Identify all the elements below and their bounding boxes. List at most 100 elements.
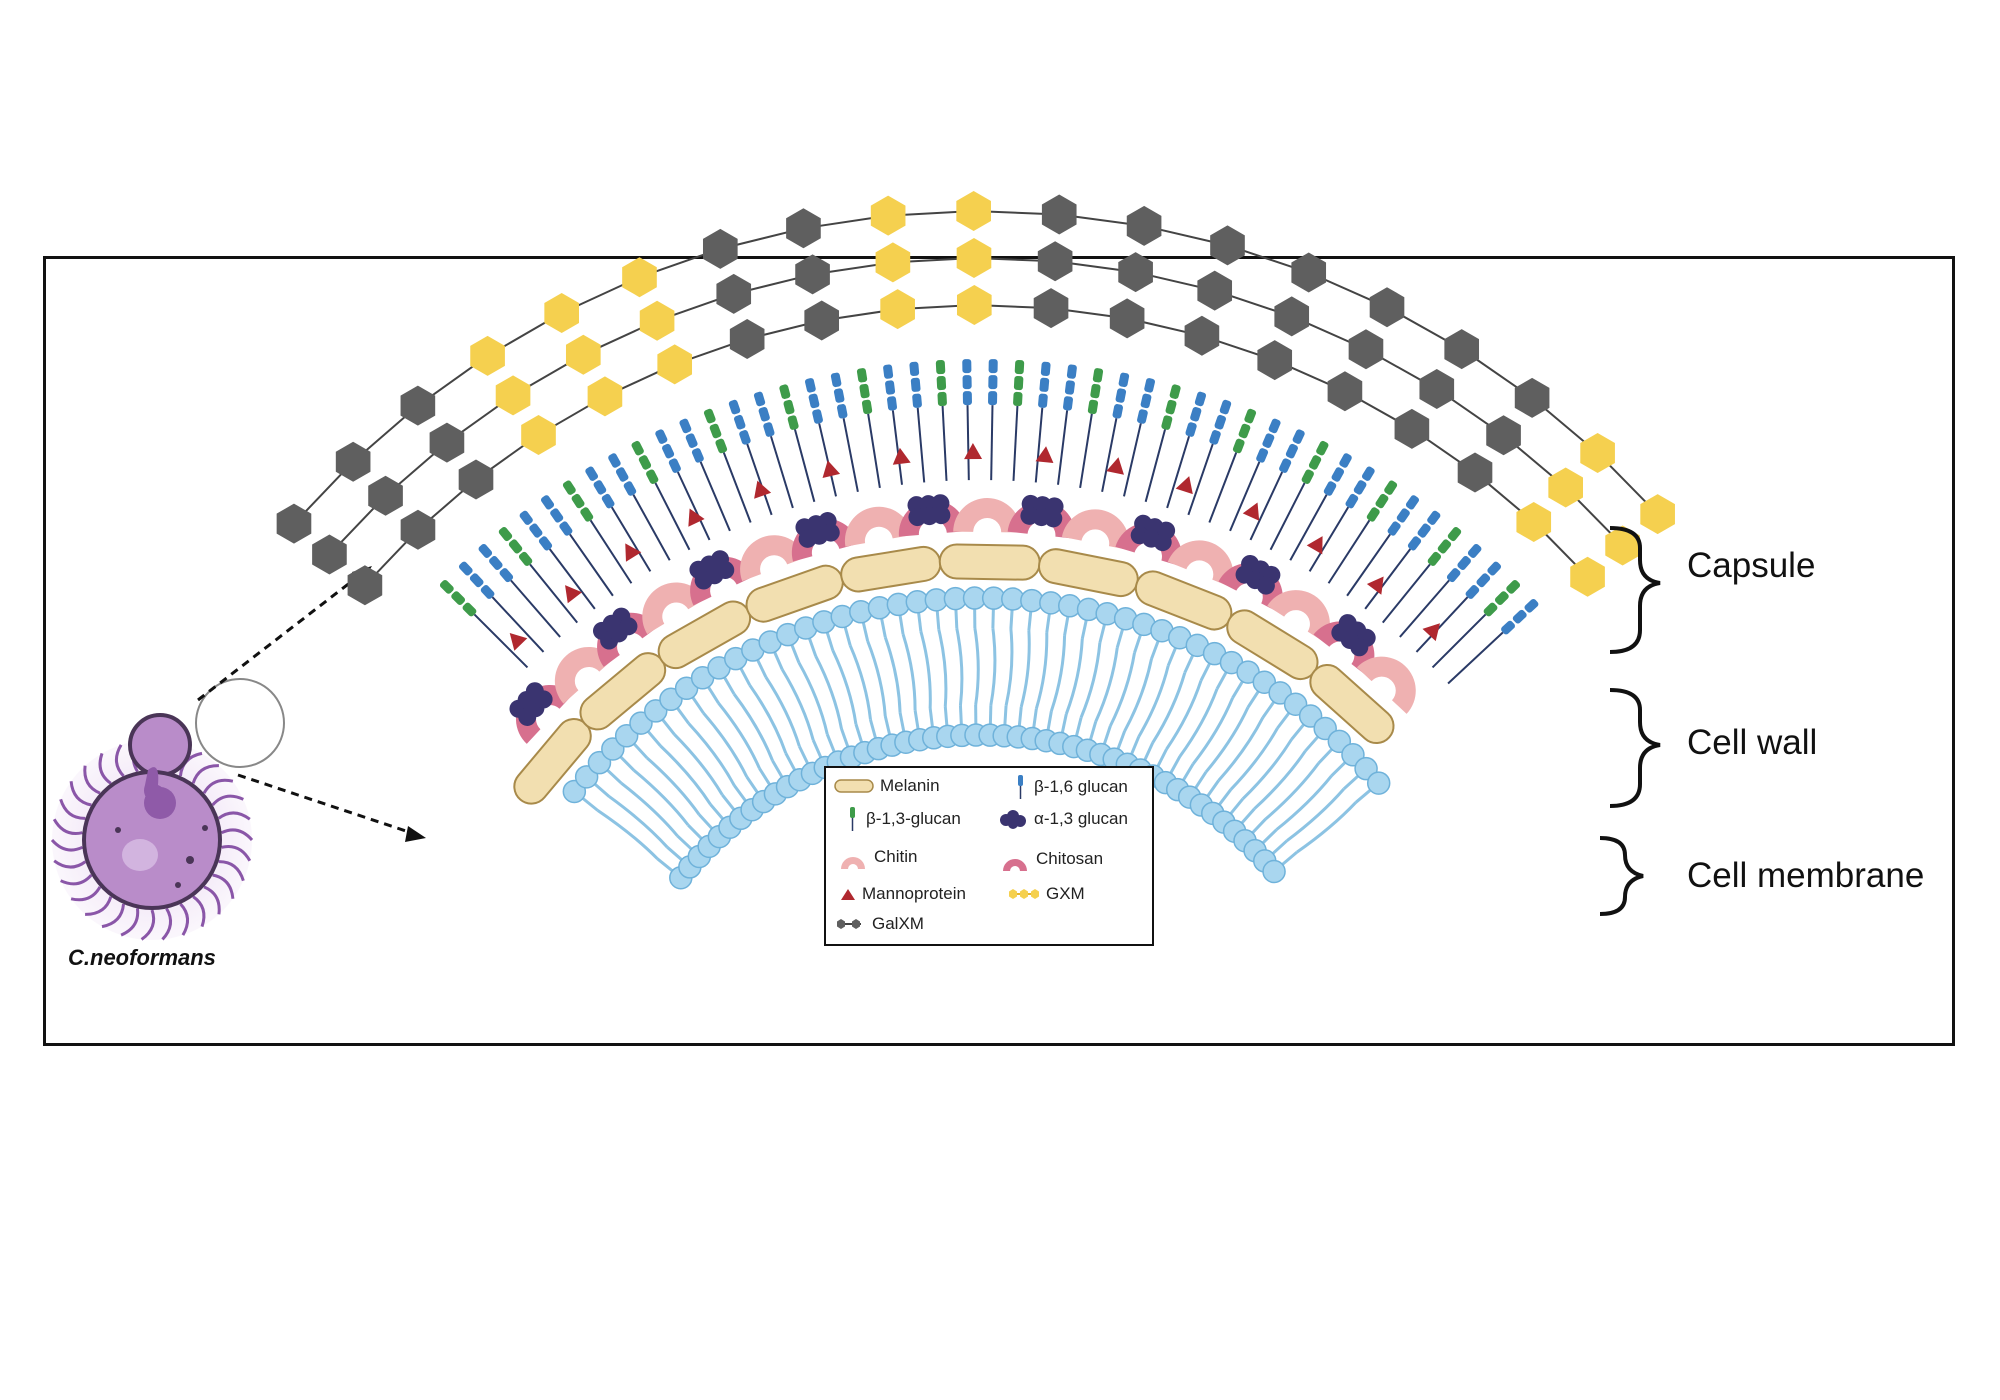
glucan-bead [805, 378, 816, 393]
galxm-unit [1291, 252, 1327, 293]
lipid-pair [978, 586, 1006, 747]
gxm-unit [544, 292, 579, 333]
lipid-pair [962, 586, 988, 747]
glucan-bead [1087, 399, 1099, 415]
glucan-bead [1232, 438, 1245, 454]
glucan-bead [550, 508, 564, 523]
glucan-bead [1064, 380, 1075, 395]
legend-label: GXM [1046, 884, 1085, 903]
glucan-bead [1457, 556, 1471, 571]
galxm-unit [400, 385, 436, 426]
glucan-bead [887, 396, 897, 411]
mannoprotein-triangle [1175, 476, 1193, 495]
melanin-granule [1038, 548, 1139, 598]
glucan-bead [935, 359, 946, 375]
cell-wall-label: Cell wall [1687, 723, 1818, 762]
chitosan-icon [1003, 859, 1027, 871]
glucan-bead [1063, 396, 1073, 411]
lipid-pair [707, 656, 800, 799]
chitin-unit [1061, 509, 1130, 551]
glucan-bead [1185, 422, 1197, 437]
glucan-bead [1279, 458, 1292, 473]
mannoprotein-triangle [1242, 502, 1260, 521]
yeast-nucleus [144, 787, 176, 819]
galxm-unit [1037, 241, 1073, 282]
glucan-bead [646, 469, 659, 484]
chitin-unit [554, 646, 615, 704]
glucan-bead [859, 383, 870, 399]
glucan-bead [691, 448, 704, 463]
chitin-unit [1267, 590, 1330, 643]
glucan-bead [585, 466, 599, 481]
glucan-bead [1219, 399, 1232, 415]
galxm-unit [1457, 452, 1493, 493]
mannoprotein-triangle [1306, 536, 1323, 555]
mannoprotein-triangle [1106, 457, 1124, 475]
glucan-bead [1039, 377, 1050, 392]
glucan-bead [1512, 609, 1527, 624]
glucan-bead [962, 359, 972, 374]
gxm-icon [1009, 889, 1039, 899]
legend-label: Melanin [880, 776, 940, 795]
glucan-bead [1524, 598, 1539, 613]
glucan-bead [837, 404, 848, 419]
legend-label: β-1,3-glucan [866, 809, 961, 828]
lipid-pair [741, 638, 825, 786]
mannoprotein-triangle [1035, 446, 1054, 464]
lipid-pair [849, 600, 904, 757]
capsule-label: Capsule [1687, 546, 1816, 585]
glucan-bead [1194, 391, 1207, 407]
glucan-bead [608, 453, 621, 468]
galxm-unit [795, 254, 830, 295]
glucan-bead [1396, 508, 1410, 523]
yeast-cell-icon [50, 713, 254, 941]
glucan-bead [518, 551, 533, 566]
glucan-bead [1190, 406, 1202, 422]
glucan-bead [1345, 493, 1359, 509]
glucan-bead [499, 568, 514, 583]
glucan-bead [462, 602, 477, 617]
gxm-unit [956, 191, 991, 232]
glucan-bead [1316, 440, 1329, 456]
glucan-bead [1501, 620, 1515, 635]
glucan-bead [1301, 469, 1314, 484]
glucan-bead [703, 408, 716, 424]
glucan-bead [787, 415, 799, 430]
legend-label: Chitosan [1036, 849, 1104, 868]
mannoprotein-triangle [1366, 576, 1384, 595]
glucan-bead [480, 585, 495, 599]
glucan-bead [1407, 536, 1422, 551]
legend-item-chitin: Chitin [838, 844, 917, 870]
galxm-unit [312, 534, 347, 575]
cell-membrane-brace [1599, 836, 1644, 916]
mannoprotein-triangle [625, 543, 642, 562]
galxm-unit [804, 300, 840, 341]
glucan-bead [861, 399, 873, 415]
alpha-glucan-bead [1153, 533, 1172, 552]
glucan-bead [1308, 455, 1322, 470]
lipid-pair [1034, 594, 1082, 753]
glucan-bead [1447, 526, 1462, 542]
glucan-bead [1144, 378, 1155, 393]
glucan-bead [783, 399, 795, 415]
glucan-bead [1506, 579, 1521, 594]
galxm-unit [335, 441, 371, 482]
lipid-pair [644, 699, 753, 831]
glucan-bead [734, 414, 746, 430]
glucan-bead [715, 438, 728, 454]
mannoprotein-triangle [509, 633, 528, 651]
lipid-pair [574, 765, 702, 879]
glucan-bead [936, 375, 947, 391]
gxm-unit [1548, 467, 1583, 508]
glucan-bead [779, 384, 791, 399]
galxm-unit [786, 208, 821, 249]
glucan-bead [1140, 393, 1152, 409]
galxm-unit [1109, 298, 1145, 339]
glucan-bead [1118, 372, 1130, 388]
alpha-glucan-bead [932, 506, 951, 525]
galxm-unit [1041, 194, 1077, 235]
glucan-bead [1405, 495, 1419, 510]
galxm-unit [347, 565, 383, 606]
legend-label: Mannoprotein [862, 884, 966, 903]
glucan-bead [1013, 391, 1023, 407]
